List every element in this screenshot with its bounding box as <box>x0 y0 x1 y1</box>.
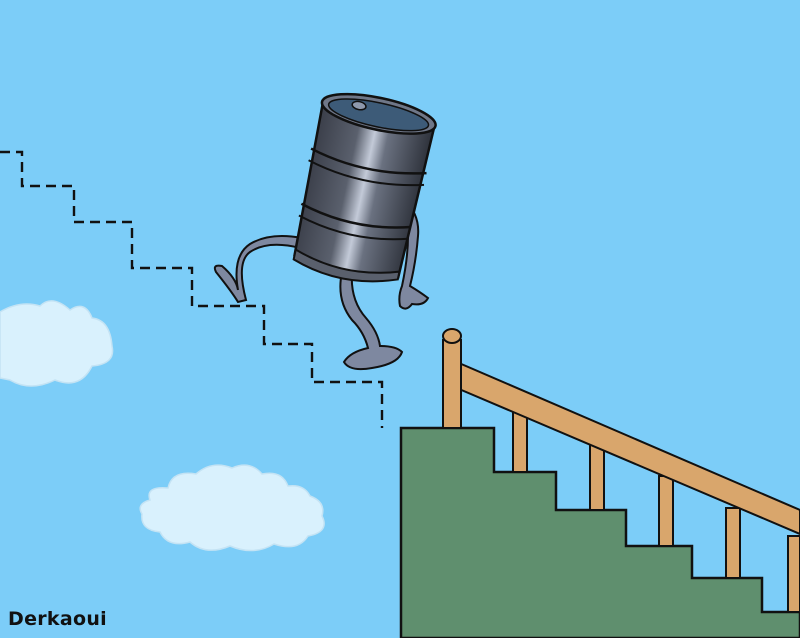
barrel-arm <box>396 198 430 310</box>
newel-post-cap <box>442 328 462 344</box>
barrel-base <box>292 247 401 283</box>
barrel-back-leg <box>213 235 304 304</box>
artist-signature: Derkaoui <box>8 608 107 630</box>
cloud-left <box>0 300 114 387</box>
barrel-rib-bottom-2 <box>298 214 409 241</box>
dashed-staircase <box>0 150 384 428</box>
barrel-bung-hole <box>351 100 367 111</box>
oil-barrel-character <box>213 92 437 371</box>
cloud-bottom <box>139 464 325 552</box>
barrel-front-leg <box>339 271 404 371</box>
barrel-rib-top <box>310 147 427 175</box>
newel-post <box>442 339 462 429</box>
barrel-rib-top-2 <box>308 159 425 187</box>
wooden-railing <box>442 328 800 613</box>
barrel-rib-bottom <box>300 202 412 229</box>
